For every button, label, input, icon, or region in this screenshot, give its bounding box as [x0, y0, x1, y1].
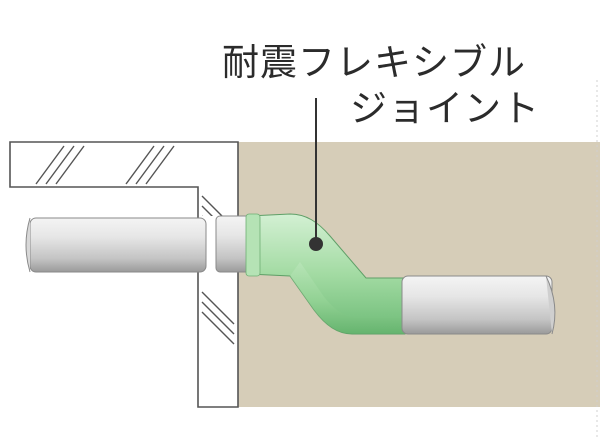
- wall-sleeve: [215, 215, 251, 273]
- pipe-right-end: [545, 275, 556, 335]
- joint-shadow: [290, 262, 405, 334]
- building-wall: [9, 141, 239, 408]
- joint-label-line2: ジョイント: [350, 87, 540, 130]
- indoor-pipe: [29, 217, 207, 273]
- pipe-left-end: [25, 217, 31, 273]
- joint-collar: [245, 213, 261, 277]
- callout-dot-icon: [309, 237, 323, 251]
- outdoor-pipe: [401, 275, 553, 335]
- joint-label-line1: 耐震フレキシブル: [222, 41, 526, 84]
